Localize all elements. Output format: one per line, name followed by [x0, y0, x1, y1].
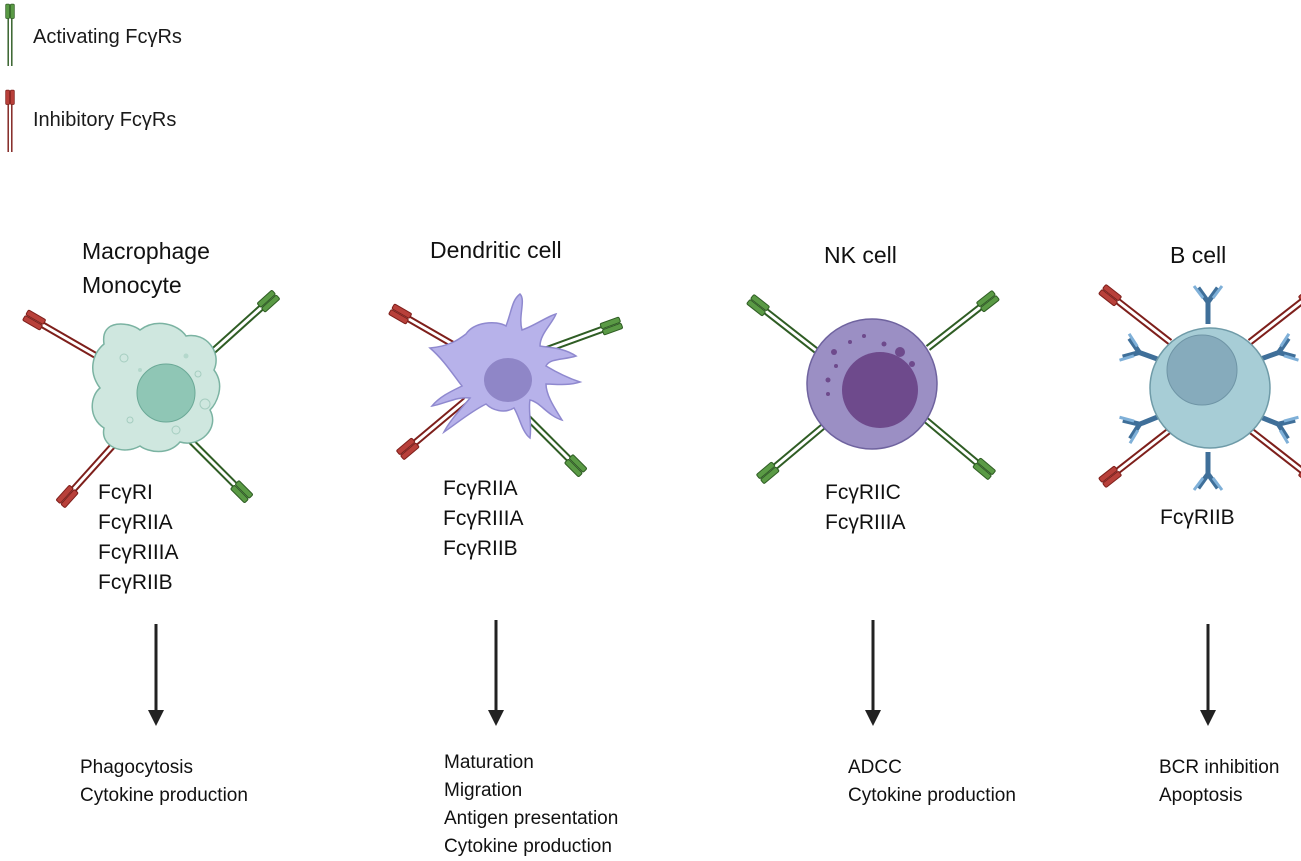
dendritic-receptor-list: FcγRIIA FcγRIIIA FcγRIIB	[443, 474, 524, 564]
receptor-item: FcγRIIB	[1160, 506, 1235, 529]
receptor-item: FcγRIIIA	[825, 511, 906, 534]
outcome-item: Cytokine production	[444, 836, 612, 857]
outcome-item: Apoptosis	[1159, 785, 1243, 806]
bcell-outcomes: BCR inhibition Apoptosis	[1159, 754, 1279, 810]
dendritic-cell	[387, 293, 624, 479]
macrophage-nucleus	[136, 363, 196, 423]
bcell-title: B cell	[1170, 242, 1227, 268]
outcome-item: Phagocytosis	[80, 757, 194, 778]
dendritic-outcomes: Maturation Migration Antigen presentatio…	[444, 749, 618, 861]
macrophage-title-line-2: Monocyte	[82, 272, 182, 298]
macrophage-receptor-list: FcγRI FcγRIIA FcγRIIIA FcγRIIB	[98, 478, 179, 598]
receptor-item: FcγRIIIA	[443, 507, 524, 530]
nk-nucleus	[842, 352, 918, 428]
nk-cell	[745, 289, 1001, 485]
receptor-item: FcγRIIB	[98, 571, 173, 594]
receptor-item: FcγRIIC	[825, 481, 901, 504]
receptor-item: FcγRI	[98, 481, 153, 504]
receptor-item: FcγRIIA	[98, 511, 173, 534]
outcome-item: Migration	[444, 780, 523, 801]
arrow-nk	[865, 620, 881, 726]
bcell-receptor-list: FcγRIIB	[1160, 503, 1235, 533]
macrophage-cell	[21, 288, 281, 509]
outcome-item: ADCC	[848, 757, 902, 778]
outcome-item: Cytokine production	[80, 785, 248, 806]
receptor-item: FcγRIIB	[443, 537, 518, 560]
outcome-item: Cytokine production	[848, 785, 1016, 806]
outcome-item: BCR inhibition	[1159, 757, 1280, 778]
nk-receptor-list: FcγRIIC FcγRIIIA	[825, 478, 906, 538]
arrow-bcell	[1200, 624, 1216, 726]
activating-receptor-icon	[4, 3, 16, 67]
dendritic-nucleus	[484, 358, 532, 402]
nk-outcomes: ADCC Cytokine production	[848, 754, 1016, 810]
outcome-item: Maturation	[444, 752, 534, 773]
macrophage-title: Macrophage Monocyte	[82, 234, 210, 302]
arrow-macrophage	[148, 624, 164, 726]
inhibitory-receptor-icon	[4, 89, 16, 153]
dendritic-title: Dendritic cell	[430, 237, 562, 263]
nk-title: NK cell	[824, 242, 897, 268]
macrophage-title-line-1: Macrophage	[82, 238, 210, 264]
receptor-item: FcγRIIIA	[98, 541, 179, 564]
legend-inhibitory-label: Inhibitory FcγRs	[33, 109, 177, 131]
receptor-item: FcγRIIA	[443, 477, 518, 500]
outcome-item: Antigen presentation	[444, 808, 619, 829]
arrow-dendritic	[488, 620, 504, 726]
b-cell	[1097, 283, 1301, 490]
legend-activating-label: Activating FcγRs	[33, 26, 182, 48]
macrophage-outcomes: Phagocytosis Cytokine production	[80, 754, 248, 810]
bcell-nucleus	[1166, 334, 1238, 406]
